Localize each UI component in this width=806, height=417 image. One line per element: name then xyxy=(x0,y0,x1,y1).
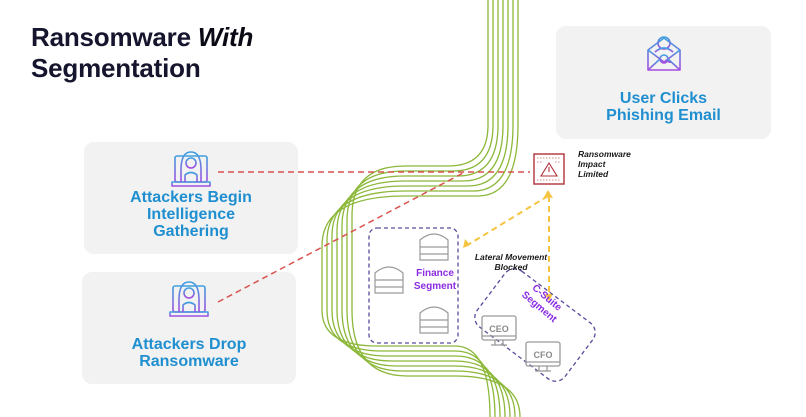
finance-segment-boundary xyxy=(368,227,459,344)
blocked-path-finance xyxy=(465,195,549,247)
cfo-label: CFO xyxy=(534,350,553,360)
network-pipe xyxy=(331,0,509,417)
ransomware-warning-icon xyxy=(533,153,565,185)
phishing-email-icon xyxy=(647,36,681,71)
server-icon xyxy=(374,266,404,294)
server-icon xyxy=(419,233,449,261)
title-emphasis: With xyxy=(197,22,254,52)
network-pipe xyxy=(321,0,519,417)
network-pipe xyxy=(346,0,516,417)
ceo-label: CEO xyxy=(489,324,509,334)
csuite-segment-boundary xyxy=(474,268,596,382)
network-pipe xyxy=(326,0,514,417)
network-pipe xyxy=(351,0,521,417)
hacker-laptop-icon xyxy=(169,281,209,317)
server-icon xyxy=(419,306,449,334)
title-line1: Ransomware xyxy=(31,22,191,52)
arrowhead xyxy=(463,239,470,248)
network-pipes xyxy=(321,0,521,417)
arrowhead xyxy=(545,294,553,301)
cfo-monitor-icon xyxy=(525,341,561,372)
arrowhead xyxy=(544,190,553,198)
network-pipe xyxy=(336,0,506,417)
page-title: Ransomware With Segmentation xyxy=(31,22,253,84)
title-line2: Segmentation xyxy=(31,53,201,83)
attack-path-drop xyxy=(217,171,466,303)
ceo-monitor-icon xyxy=(481,315,517,346)
hacker-laptop-icon xyxy=(171,151,211,187)
